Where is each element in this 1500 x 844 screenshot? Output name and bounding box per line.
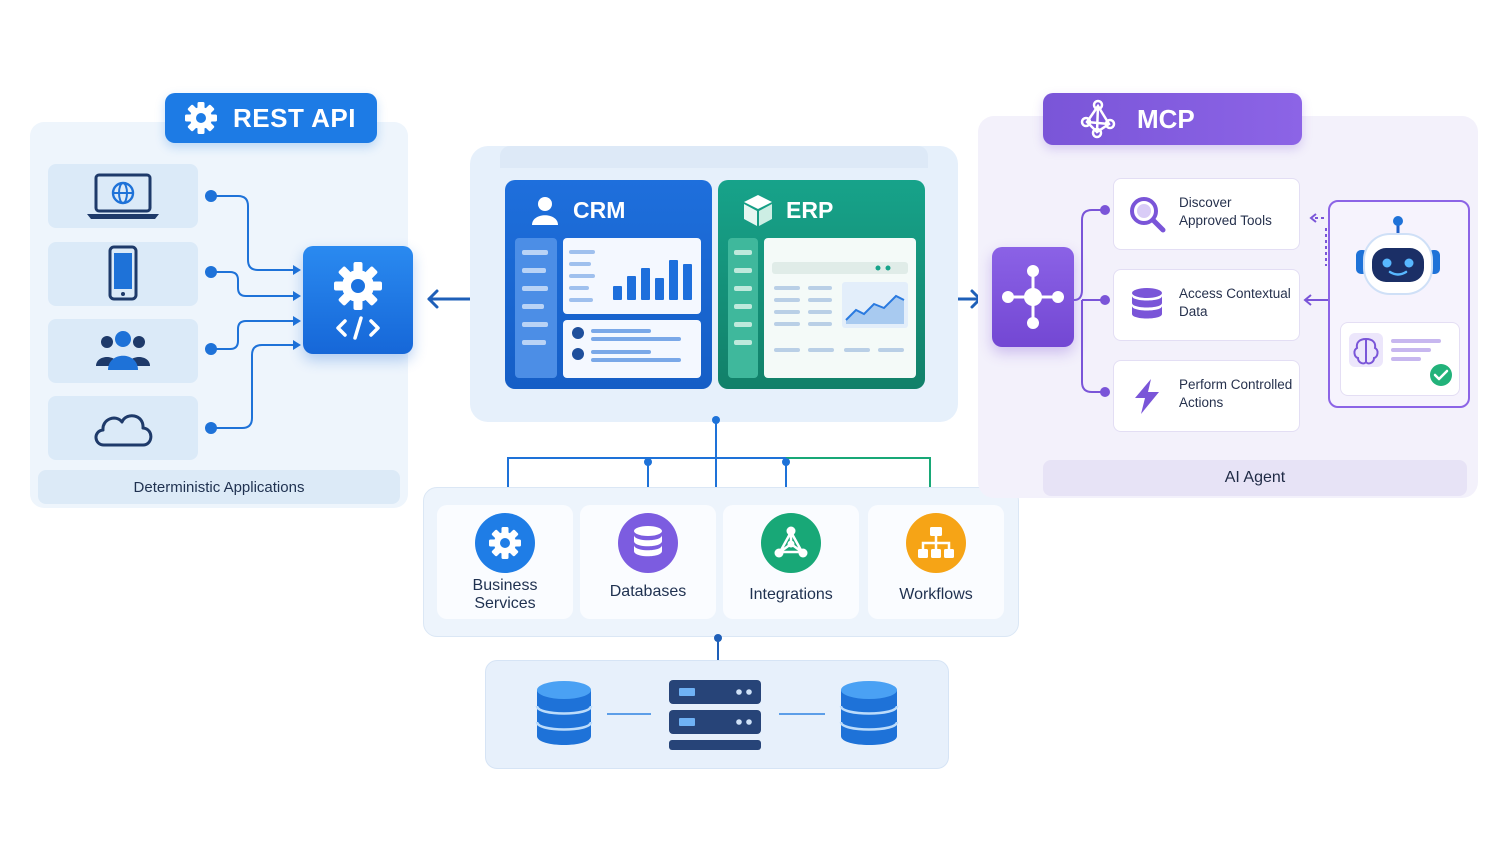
database-icon <box>634 526 662 557</box>
tool-discover-line2: Approved Tools <box>1179 213 1272 228</box>
ai-agent-box <box>1328 200 1470 408</box>
business-services-icon-circle <box>475 513 535 573</box>
deterministic-apps-label: Deterministic Applications <box>133 478 305 496</box>
database-right-icon <box>839 681 899 745</box>
tool-actions-line1: Perform Controlled <box>1179 377 1293 392</box>
erp-title: ERP <box>786 197 834 223</box>
lightning-icon <box>1135 379 1159 414</box>
server-icon <box>669 680 761 750</box>
tool-access-line1: Access Contextual <box>1179 286 1291 301</box>
databases-card: Databases <box>580 505 716 619</box>
mcp-badge: MCP <box>1043 93 1302 145</box>
laptop-device-tile <box>48 164 198 228</box>
database-icon <box>1132 288 1162 319</box>
mcp-title: MCP <box>1137 103 1195 134</box>
users-device-tile <box>48 319 198 383</box>
api-gateway-tile <box>303 246 413 354</box>
core-services-connectors <box>507 416 931 494</box>
smartphone-icon <box>108 245 138 301</box>
storage-illustration <box>535 680 899 750</box>
tool-access-line2: Data <box>1179 304 1208 319</box>
tool-actions-line2: Actions <box>1179 395 1224 410</box>
brain-icon <box>1349 333 1452 386</box>
business-services-card: Business Services <box>437 505 573 619</box>
laptop-globe-icon <box>87 173 159 219</box>
database-left-icon <box>535 681 593 745</box>
databases-icon-circle <box>618 513 678 573</box>
hub-nodes-icon <box>1002 265 1064 329</box>
business-services-label-line1: Business <box>472 577 538 594</box>
robot-icon <box>1356 216 1440 295</box>
core-systems-top-strip <box>500 146 928 168</box>
user-icon <box>532 197 558 225</box>
ai-agent-footer: AI Agent <box>1043 460 1467 496</box>
workflows-label: Workflows <box>899 586 973 603</box>
check-icon <box>1433 369 1449 381</box>
tool-discover-line1: Discover <box>1179 195 1232 210</box>
gear-icon <box>489 527 521 559</box>
mcp-tool-connectors <box>1074 205 1110 397</box>
databases-label: Databases <box>609 583 687 600</box>
users-group-icon <box>96 331 150 370</box>
tool-card-actions: Perform Controlled Actions <box>1113 360 1300 432</box>
device-connectors <box>205 190 301 434</box>
deterministic-apps-footer: Deterministic Applications <box>38 470 400 504</box>
erp-card: ERP <box>718 180 925 389</box>
magnifier-icon <box>1130 197 1166 233</box>
integrations-label: Integrations <box>749 586 833 603</box>
ai-agent-label: AI Agent <box>1224 469 1286 486</box>
rest-api-title: REST API <box>233 102 356 133</box>
crm-card: CRM <box>505 180 712 389</box>
tool-card-discover: Discover Approved Tools <box>1113 178 1300 250</box>
network-nodes-icon <box>1080 99 1116 139</box>
workflow-icon <box>918 527 954 558</box>
gear-icon <box>185 102 217 134</box>
rest-api-badge: REST API <box>165 93 377 143</box>
crm-title: CRM <box>573 197 626 223</box>
cube-icon <box>744 195 772 226</box>
cloud-device-tile <box>48 396 198 460</box>
integrations-card: Integrations <box>723 505 859 619</box>
cloud-icon <box>94 414 153 447</box>
integrations-icon-circle <box>761 513 821 573</box>
tool-card-access-data: Access Contextual Data <box>1113 269 1300 341</box>
workflows-card: Workflows <box>868 505 1004 619</box>
agent-reasoning-card <box>1340 322 1460 396</box>
agent-tool-arrows <box>1303 213 1328 306</box>
mcp-hub-tile <box>992 247 1074 347</box>
workflows-icon-circle <box>906 513 966 573</box>
gear-code-icon <box>334 262 382 340</box>
crm-dashboard-mock <box>515 238 701 378</box>
erp-dashboard-mock <box>728 238 916 378</box>
smartphone-device-tile <box>48 242 198 306</box>
business-services-label-line2: Services <box>474 595 536 612</box>
network-icon <box>774 526 808 558</box>
